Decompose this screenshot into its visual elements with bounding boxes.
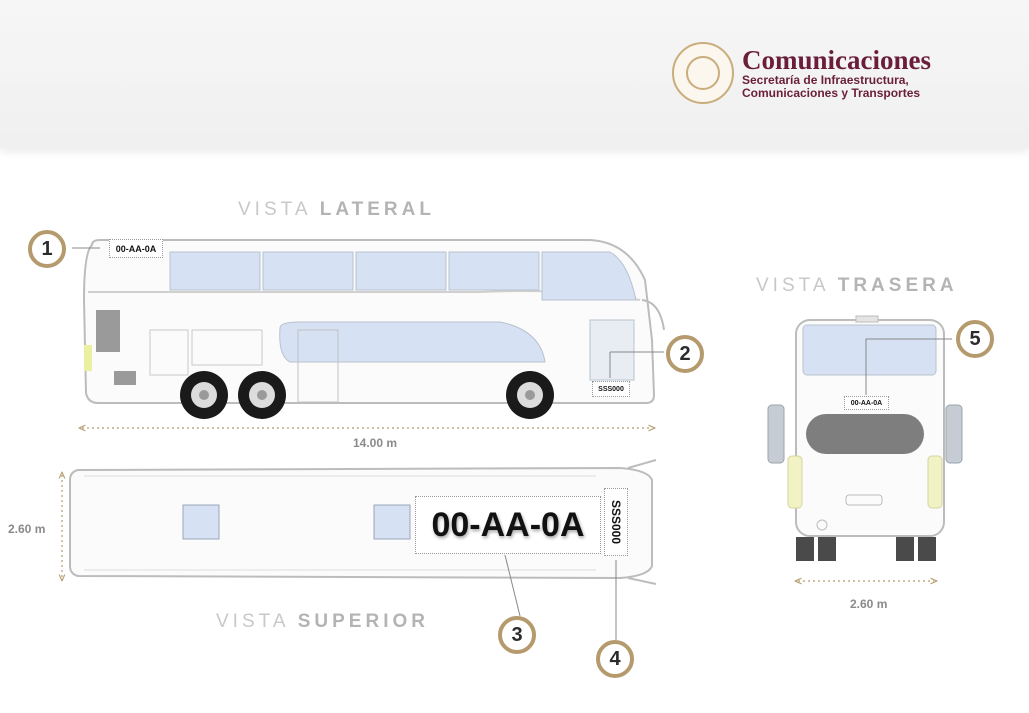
marker-5: 5	[956, 320, 994, 358]
marker-4: 4	[596, 640, 634, 678]
header-band	[0, 0, 1029, 148]
brand-subtitle: Secretaría de Infraestructura, Comunicac…	[742, 73, 921, 100]
plate-roof-large: 00-AA-0A	[415, 496, 601, 554]
width-top-label: 2.60 m	[8, 522, 46, 536]
plate-roof-vertical: SSS000	[604, 488, 628, 556]
rear-wheel-2	[238, 371, 286, 419]
plate-front-side: 00-AA-0A	[109, 239, 163, 258]
plate-rear: 00-AA-0A	[844, 396, 889, 410]
view-title-superior: VISTA SUPERIOR	[216, 611, 429, 632]
bus-side-view	[72, 239, 665, 428]
national-seal-icon	[672, 42, 734, 104]
marker-1: 1	[28, 230, 66, 268]
view-title-lateral: VISTA LATERAL	[238, 199, 435, 220]
bus-rear-view	[767, 315, 963, 581]
length-label: 14.00 m	[353, 436, 398, 450]
rear-wheel-1	[180, 371, 228, 419]
brand-block: Comunicaciones Secretaría de Infraestruc…	[742, 46, 992, 100]
logo: Comunicaciones Secretaría de Infraestruc…	[672, 42, 992, 104]
plate-side-small: SSS000	[592, 381, 630, 397]
marker-2: 2	[666, 335, 704, 373]
front-wheel	[506, 371, 554, 419]
brand-title: Comunicaciones	[742, 45, 931, 75]
width-rear-label: 2.60 m	[850, 597, 888, 611]
view-title-trasera: VISTA TRASERA	[756, 275, 958, 296]
marker-3: 3	[498, 616, 536, 654]
